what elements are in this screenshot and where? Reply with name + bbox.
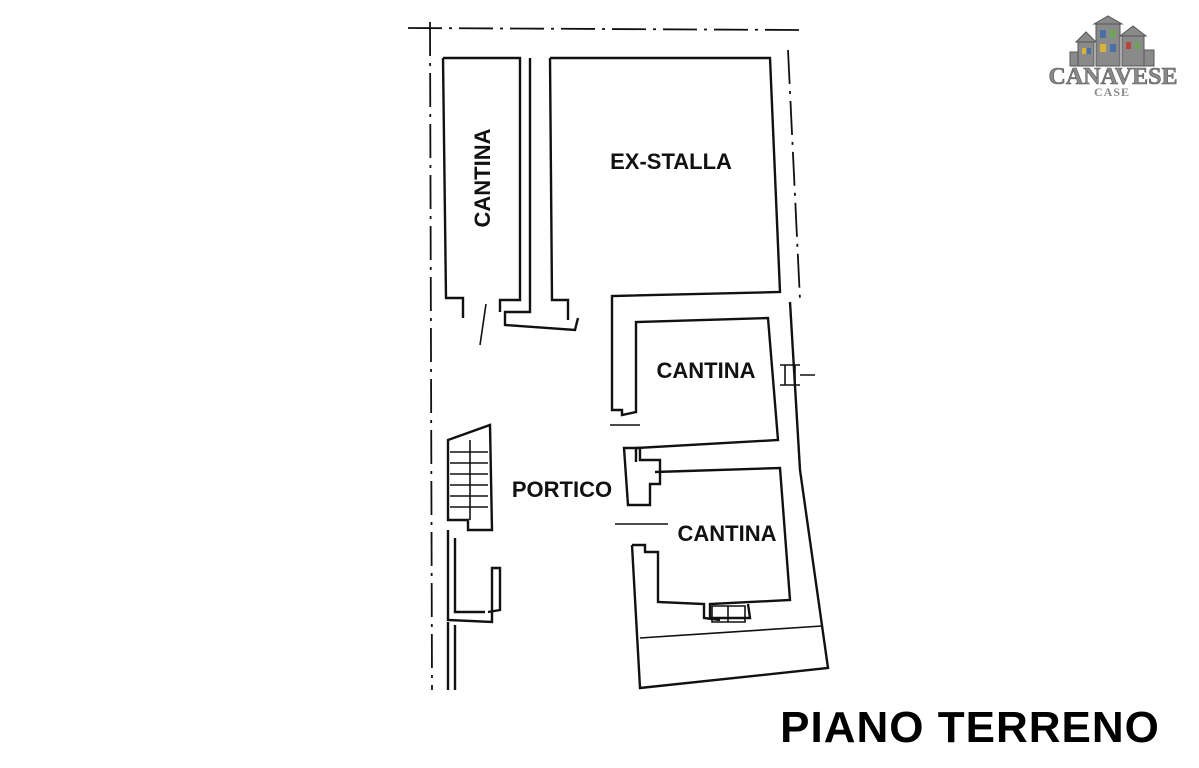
door-marks <box>479 303 668 525</box>
label-cantina-lower: CANTINA <box>678 521 777 546</box>
room-cantina-lower-walls <box>622 446 830 690</box>
label-cantina-middle: CANTINA <box>657 358 756 383</box>
service-block <box>446 530 502 690</box>
label-ex-stalla: EX-STALLA <box>610 149 732 174</box>
room-cantina-left-walls <box>441 56 522 318</box>
room-cantina-middle-walls <box>610 301 815 471</box>
label-cantina-left: CANTINA <box>470 128 495 227</box>
property-boundary <box>407 21 801 691</box>
plan-title: PIANO TERRENO <box>780 703 1160 752</box>
logo-sub-text: CASE <box>1094 85 1130 99</box>
logo-brand-text: CANAVESE <box>1049 64 1178 90</box>
label-portico: PORTICO <box>512 477 612 502</box>
room-ex-stalla-walls <box>503 56 782 332</box>
stair <box>446 423 494 532</box>
houses-icon <box>1069 15 1155 67</box>
canavese-case-logo: CANAVESE CASE <box>1048 15 1178 99</box>
